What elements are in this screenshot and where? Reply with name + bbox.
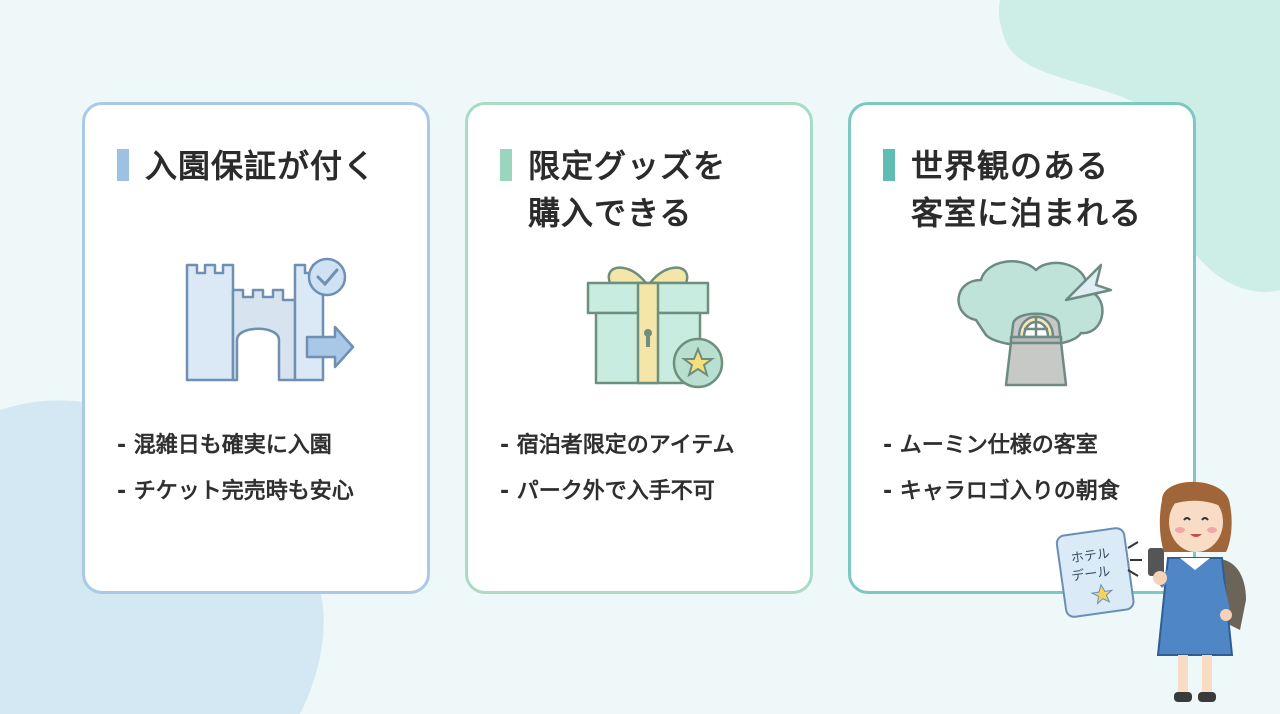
card-title-line: 限定グッズを: [528, 147, 727, 185]
castle-gate-check-icon: [185, 257, 355, 382]
card-title-line: 購入できる: [528, 194, 693, 232]
bullet-item: - ムーミン仕様の客室: [883, 433, 1098, 458]
bullet-list: - ムーミン仕様の客室 - キャラロゴ入りの朝食: [883, 423, 1185, 515]
bullet-item: - 混雑日も確実に入園: [117, 433, 332, 458]
treehouse-icon: [957, 260, 1113, 387]
bullet-list: - 宿泊者限定のアイテム - パーク外で入手不可: [500, 423, 802, 515]
card-title: 入園保証が付く: [145, 143, 417, 190]
card-title-line: 世界観のある: [911, 147, 1110, 185]
card-title-line: 入園保証が付く: [145, 147, 377, 185]
hotel-card-text: デール: [1070, 563, 1111, 584]
title-accent-bar: [117, 149, 129, 181]
gift-box-star-icon: [586, 266, 724, 389]
feature-card-themed-room: 世界観のある 客室に泊まれる - ムーミン仕様の客室 - キャラロゴ入りの朝食: [848, 102, 1196, 594]
girl-character-illustration: ホテル デール: [1055, 481, 1246, 702]
title-accent-bar: [883, 149, 895, 181]
bullet-list: - 混雑日も確実に入園 - チケット完売時も安心: [117, 423, 419, 515]
bullet-item: - パーク外で入手不可: [500, 479, 715, 504]
bullet-item: - 宿泊者限定のアイテム: [500, 433, 735, 458]
background-blob-top-right: [998, 0, 1280, 292]
card-title: 限定グッズを 購入できる: [528, 143, 800, 237]
card-title-line: 客室に泊まれる: [911, 194, 1143, 232]
card-title: 世界観のある 客室に泊まれる: [911, 143, 1183, 237]
bullet-item: - チケット完売時も安心: [117, 479, 354, 504]
hotel-card-text: ホテル: [1070, 546, 1111, 566]
bullet-item: - キャラロゴ入りの朝食: [883, 479, 1120, 504]
feature-card-entry-guarantee: 入園保証が付く - 混雑日も確実に入園 - チケット完売時も安心: [82, 102, 430, 594]
title-accent-bar: [500, 149, 512, 181]
hotel-card: ホテル デール: [1055, 527, 1135, 618]
feature-card-limited-goods: 限定グッズを 購入できる - 宿泊者限定のアイテム - パーク外で入手不可: [465, 102, 813, 594]
